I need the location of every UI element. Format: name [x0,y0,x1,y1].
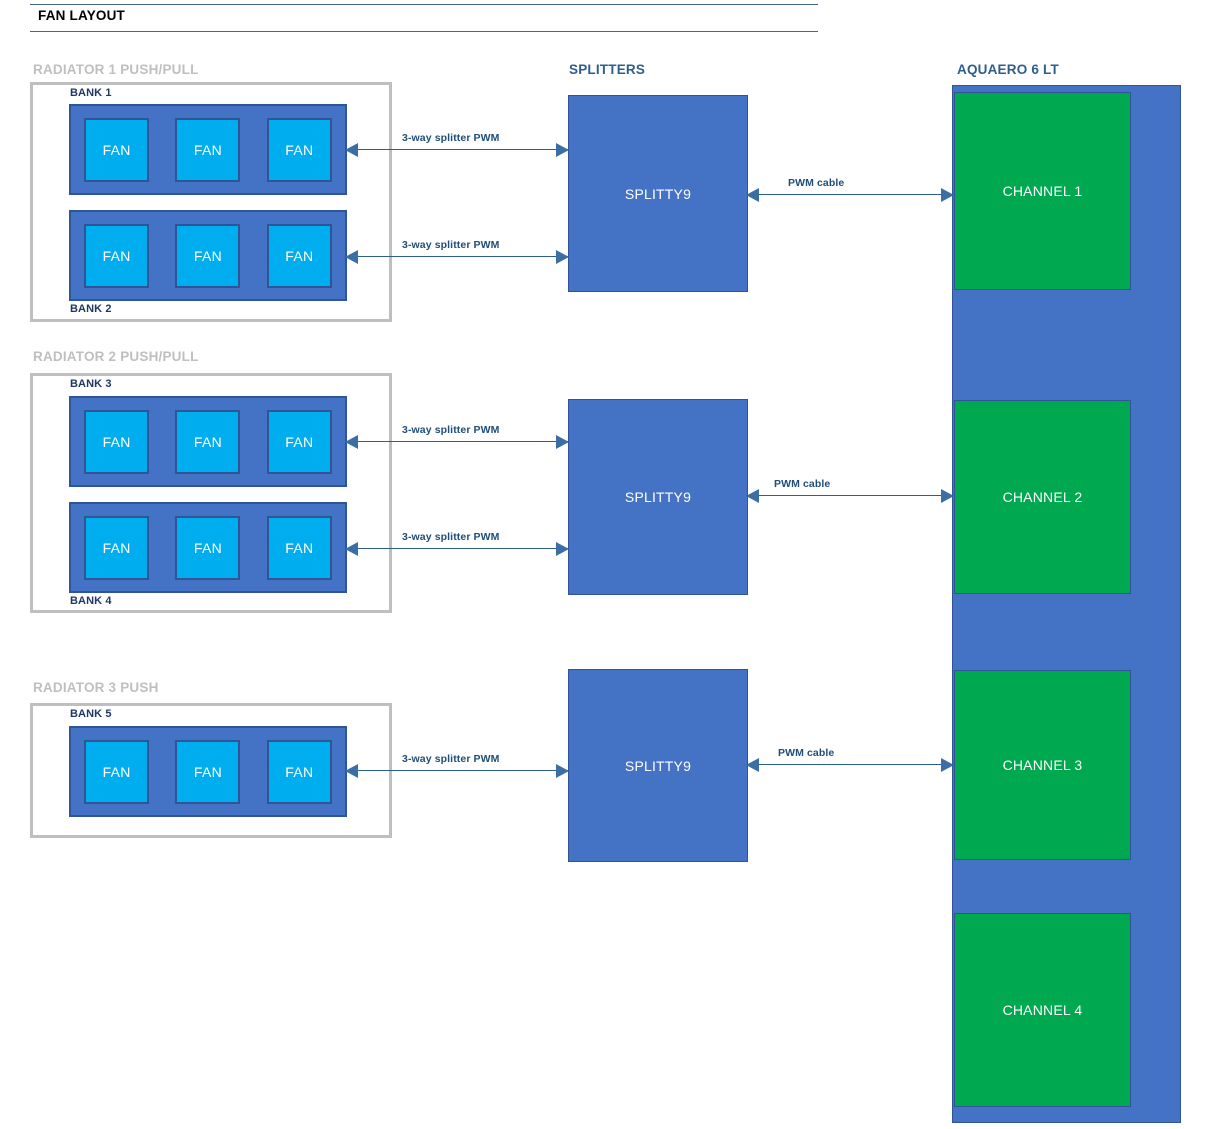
connector-bank-2-to-splitter-1: 3-way splitter PWM [345,239,569,266]
fan[interactable]: FAN [266,223,332,288]
channel-2[interactable]: CHANNEL 2 [954,400,1131,594]
splitter-1[interactable]: SPLITTY9 [568,95,748,292]
fan[interactable]: FAN [175,739,241,804]
arrow-left-icon [345,250,358,264]
arrow-right-icon [556,542,569,556]
connector-splitter-2-to-channel-2: PWM cable [746,478,954,505]
connector-splitter-3-to-channel-3: PWM cable [746,747,954,774]
connector-label: PWM cable [788,177,845,189]
bank-1[interactable]: FAN FAN FAN [69,104,347,195]
fan[interactable]: FAN [84,117,150,182]
arrow-left-icon [345,764,358,778]
fan[interactable]: FAN [84,739,150,804]
splitter-3[interactable]: SPLITTY9 [568,669,748,862]
connector-label: 3-way splitter PWM [402,531,500,543]
splitter-1-label: SPLITTY9 [624,185,692,202]
channel-3-label: CHANNEL 3 [1002,757,1083,773]
splitters-column-caption: SPLITTERS [569,62,646,77]
arrow-right-icon [941,489,954,503]
connector-label: 3-way splitter PWM [402,239,500,251]
fan[interactable]: FAN [175,515,241,580]
aquaero-column-caption: AQUAERO 6 LT [957,62,1059,77]
arrow-right-icon [941,758,954,772]
fan[interactable]: FAN [266,739,332,804]
connector-splitter-1-to-channel-1: PWM cable [746,177,954,204]
fan[interactable]: FAN [266,409,332,474]
arrow-left-icon [345,143,358,157]
bank-2-label: BANK 2 [70,303,112,315]
connector-bank-4-to-splitter-2: 3-way splitter PWM [345,531,569,558]
channel-2-label: CHANNEL 2 [1002,489,1083,505]
bank-2[interactable]: FAN FAN FAN [69,210,347,301]
connector-bank-5-to-splitter-3: 3-way splitter PWM [345,753,569,780]
connector-label: 3-way splitter PWM [402,132,500,144]
connector-label: PWM cable [778,747,835,759]
arrow-left-icon [345,542,358,556]
fan[interactable]: FAN [175,223,241,288]
bank-5[interactable]: FAN FAN FAN [69,726,347,817]
splitter-3-label: SPLITTY9 [624,757,692,774]
bank-5-label: BANK 5 [70,708,112,720]
fan[interactable]: FAN [84,223,150,288]
channel-1-label: CHANNEL 1 [1002,183,1083,199]
arrow-left-icon [746,188,759,202]
arrow-right-icon [556,143,569,157]
arrow-right-icon [556,435,569,449]
channel-1[interactable]: CHANNEL 1 [954,92,1131,290]
arrow-right-icon [941,188,954,202]
bank-3[interactable]: FAN FAN FAN [69,396,347,487]
fan[interactable]: FAN [175,409,241,474]
splitter-2[interactable]: SPLITTY9 [568,399,748,595]
channel-4[interactable]: CHANNEL 4 [954,913,1131,1107]
fan[interactable]: FAN [266,117,332,182]
connector-label: 3-way splitter PWM [402,424,500,436]
bank-3-label: BANK 3 [70,378,112,390]
splitter-2-label: SPLITTY9 [624,489,692,505]
header-rule [30,4,818,32]
bank-4-label: BANK 4 [70,595,112,607]
connector-bank-3-to-splitter-2: 3-way splitter PWM [345,424,569,451]
connector-bank-1-to-splitter-1: 3-way splitter PWM [345,132,569,159]
fan[interactable]: FAN [84,515,150,580]
radiator-3-label: RADIATOR 3 PUSH [33,680,159,695]
arrow-left-icon [345,435,358,449]
fan[interactable]: FAN [84,409,150,474]
arrow-left-icon [746,758,759,772]
arrow-left-icon [746,489,759,503]
arrow-right-icon [556,764,569,778]
channel-3[interactable]: CHANNEL 3 [954,670,1131,860]
bank-4[interactable]: FAN FAN FAN [69,502,347,593]
page-title: FAN LAYOUT [38,8,126,23]
fan[interactable]: FAN [175,117,241,182]
connector-label: 3-way splitter PWM [402,753,500,765]
bank-1-label: BANK 1 [70,87,112,99]
connector-label: PWM cable [774,478,831,490]
fan[interactable]: FAN [266,515,332,580]
radiator-1-label: RADIATOR 1 PUSH/PULL [33,62,199,77]
radiator-2-label: RADIATOR 2 PUSH/PULL [33,349,199,364]
channel-4-label: CHANNEL 4 [1002,1002,1083,1018]
arrow-right-icon [556,250,569,264]
